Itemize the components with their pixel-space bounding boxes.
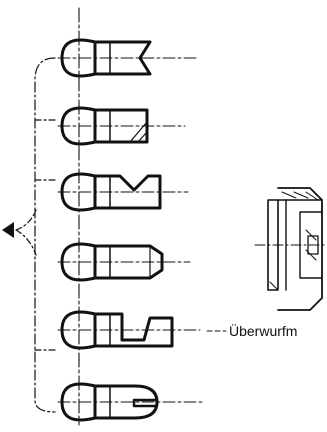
fitting-variant-5	[57, 310, 201, 350]
arrow-head-icon	[2, 222, 14, 238]
selector-bracket	[2, 57, 56, 413]
fitting-variant-2	[57, 106, 186, 146]
fitting-variant-4	[57, 242, 191, 282]
fitting-variant-1	[57, 38, 199, 78]
union-nut-section	[254, 187, 327, 311]
fitting-variant-3	[57, 172, 189, 212]
union-nut-label: Überwurfm	[229, 323, 298, 339]
fitting-variant-6	[57, 382, 206, 422]
